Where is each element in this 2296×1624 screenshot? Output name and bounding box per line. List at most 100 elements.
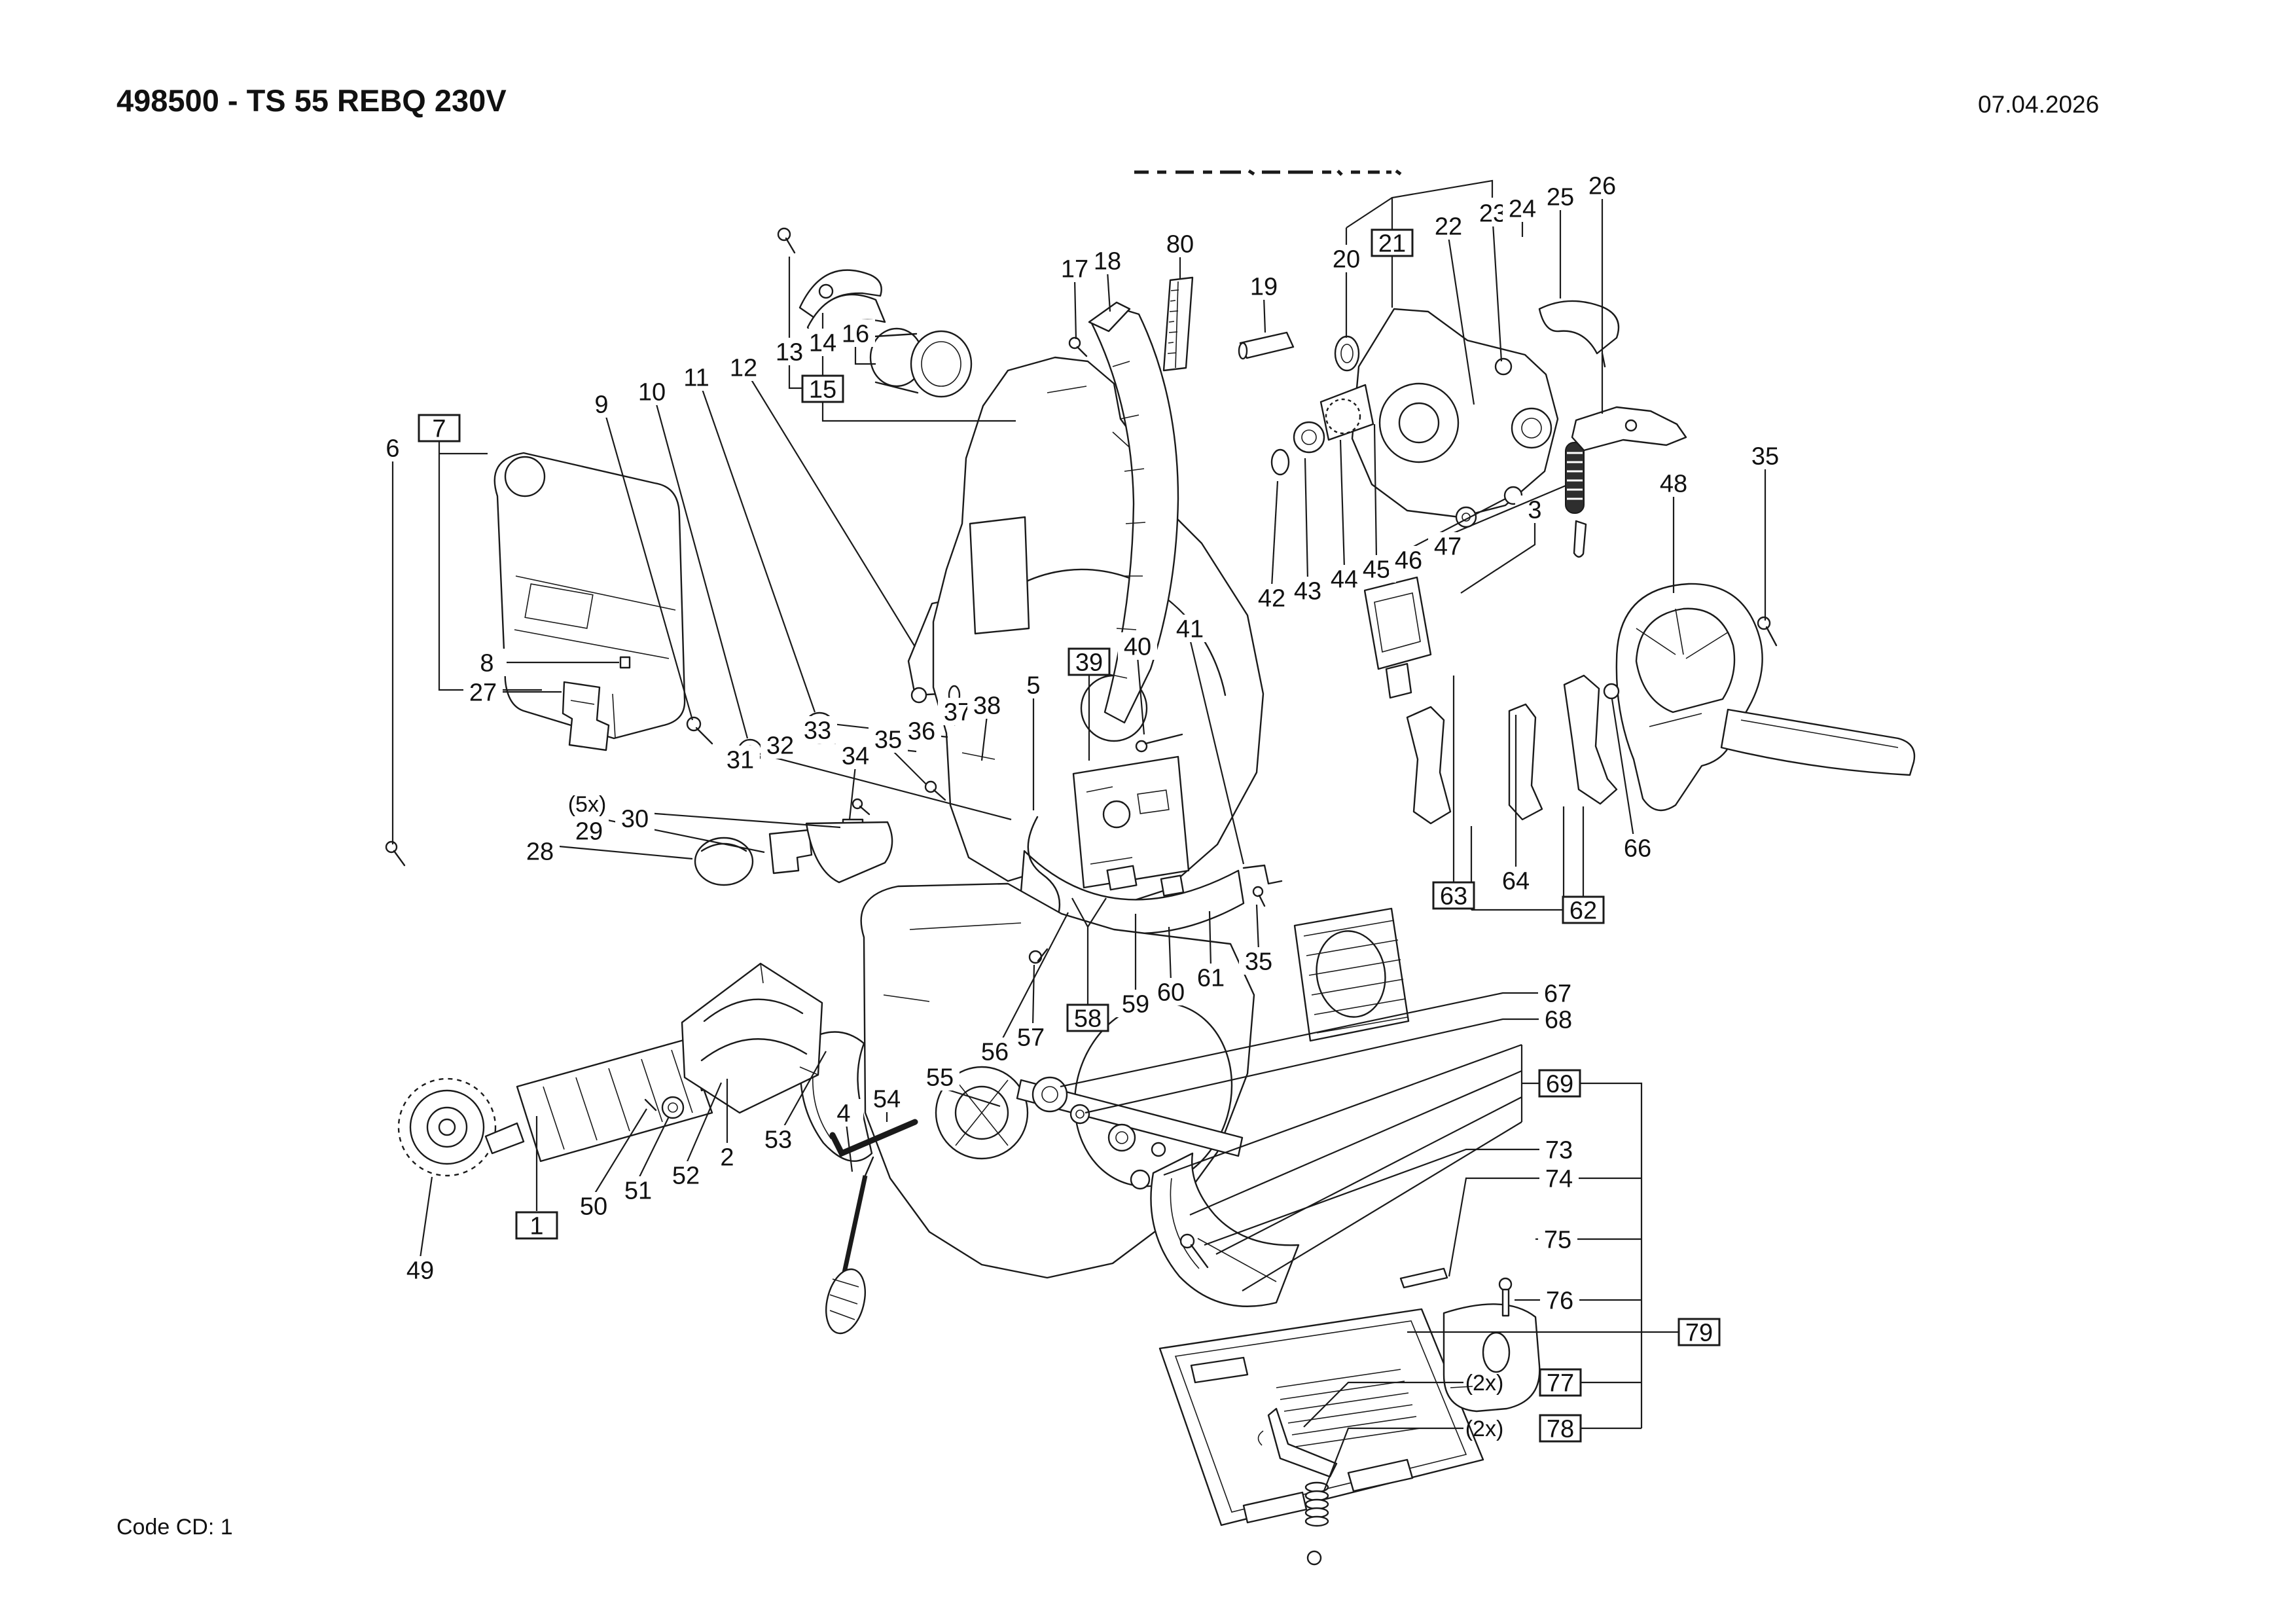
label-halo-74 — [1539, 1164, 1579, 1192]
part-label-15: 15 — [809, 376, 836, 404]
part-label-49: 49 — [406, 1257, 434, 1285]
part-label-58: 58 — [1074, 1005, 1102, 1033]
part-label-box-1 — [515, 1211, 558, 1240]
part-label-box-7 — [418, 414, 461, 442]
part-label-6: 6 — [386, 435, 399, 463]
leader-line-73 — [1204, 1148, 1543, 1246]
leader-line-42 — [1270, 480, 1279, 588]
part-label-43: 43 — [1294, 578, 1321, 605]
label-halo-66 — [1618, 834, 1657, 861]
sketch-gearbox-21 — [1270, 308, 1587, 558]
sketch-shaft-55-bearings-67-68 — [1016, 948, 1244, 1157]
label-halo-73 — [1539, 1136, 1579, 1163]
leader-line-51 — [637, 1116, 670, 1180]
part-label-60: 60 — [1157, 979, 1185, 1007]
part-label-12: 12 — [730, 355, 757, 382]
part-label-41: 41 — [1176, 616, 1204, 643]
label-halo-51 — [619, 1176, 658, 1204]
part-label-47: 47 — [1434, 533, 1462, 561]
sketch-screw-17 — [1068, 336, 1088, 357]
label-halo-29 — [569, 817, 609, 844]
leader-line-10 — [655, 401, 749, 739]
leader-line-21 — [1346, 197, 1393, 228]
sketch-coil-spring-47 — [1565, 442, 1585, 514]
label-halo-32 — [761, 731, 800, 759]
sketch-screw-40 — [1135, 733, 1183, 753]
bracket-line — [1189, 1070, 1522, 1216]
label-halo-53 — [759, 1125, 798, 1153]
leader-line-16 — [854, 344, 876, 365]
leader-line-74 — [1448, 1177, 1543, 1277]
part-label-51: 51 — [624, 1178, 652, 1205]
part-label-56: 56 — [981, 1039, 1009, 1066]
part-label-box-78 — [1539, 1414, 1582, 1443]
part-label-13: 13 — [776, 339, 803, 367]
label-halo-35c — [1239, 947, 1278, 975]
leader-line-34 — [848, 765, 857, 820]
part-label-52: 52 — [672, 1163, 700, 1190]
sketch-base-plate-79 — [1158, 1308, 1484, 1526]
sketch-screw-76 — [1498, 1277, 1513, 1317]
part-label-box-58 — [1066, 1003, 1109, 1032]
sketch-guide-segment-18 — [1088, 301, 1179, 724]
label-halo-35a — [869, 725, 908, 753]
part-label-26: 26 — [1588, 173, 1616, 200]
leader-line-11 — [700, 387, 816, 713]
leader-line-57 — [1031, 964, 1035, 1027]
part-label-18: 18 — [1094, 248, 1121, 276]
label-halo-5 — [1014, 671, 1053, 698]
part-label-5: 5 — [1026, 672, 1040, 700]
bracket-line — [1215, 1096, 1522, 1255]
sketch-scale-80 — [1162, 276, 1194, 372]
label-halo-40 — [1118, 632, 1157, 660]
label-halo-8 — [467, 649, 507, 676]
sketch-screw-13 — [777, 227, 796, 254]
part-label-10: 10 — [638, 379, 666, 406]
label-halo-30 — [615, 804, 655, 832]
label-halo-19 — [1244, 272, 1283, 300]
leader-line-61 — [1208, 911, 1212, 967]
sketch-pivot-segment-69 — [1107, 1123, 1300, 1307]
part-label-2: 2 — [720, 1144, 734, 1172]
leader-line-67 — [1060, 992, 1542, 1088]
part-label-31: 31 — [726, 747, 754, 774]
part-label-79: 79 — [1685, 1320, 1713, 1347]
part-label-30: 30 — [621, 806, 649, 833]
part-label-80: 80 — [1166, 231, 1194, 259]
revision-date: 07.04.2026 — [1978, 91, 2099, 118]
label-halo-80 — [1160, 230, 1200, 257]
part-label-48: 48 — [1660, 471, 1687, 498]
part-label-box-79 — [1677, 1318, 1721, 1346]
part-label-35b: 35 — [1751, 443, 1779, 471]
leader-line-17 — [1073, 278, 1077, 340]
part-label-39: 39 — [1075, 649, 1103, 677]
sketch-pin-8 — [619, 656, 631, 669]
leader-line-58 — [1087, 897, 1107, 928]
label-halo-64 — [1496, 867, 1535, 894]
label-halo-52 — [666, 1161, 706, 1189]
label-halo-12 — [724, 353, 763, 381]
label-halo-57 — [1011, 1023, 1050, 1051]
sketch-screw-35b — [1757, 616, 1778, 647]
label-halo-60 — [1151, 978, 1191, 1005]
part-label-29: 29 — [575, 818, 603, 846]
part-label-46: 46 — [1395, 547, 1422, 575]
leader-line-49 — [419, 1176, 433, 1259]
label-halo-55 — [920, 1063, 960, 1091]
part-label-37: 37 — [944, 699, 971, 727]
leader-line-41 — [1189, 638, 1245, 865]
sketch-dust-port-16 — [869, 327, 973, 398]
part-label-75: 75 — [1544, 1227, 1571, 1254]
part-label-box-77 — [1539, 1368, 1582, 1397]
leader-line-30 — [646, 812, 841, 829]
part-label-45: 45 — [1363, 556, 1390, 584]
leader-line-23 — [1492, 223, 1503, 362]
leader-line-35c — [1255, 904, 1260, 951]
label-halo-59 — [1116, 990, 1155, 1017]
sketch-clip-29 — [768, 829, 813, 875]
label-halo-3 — [1515, 496, 1554, 523]
label-halo-36 — [902, 717, 941, 744]
label-halo-38 — [967, 691, 1007, 719]
